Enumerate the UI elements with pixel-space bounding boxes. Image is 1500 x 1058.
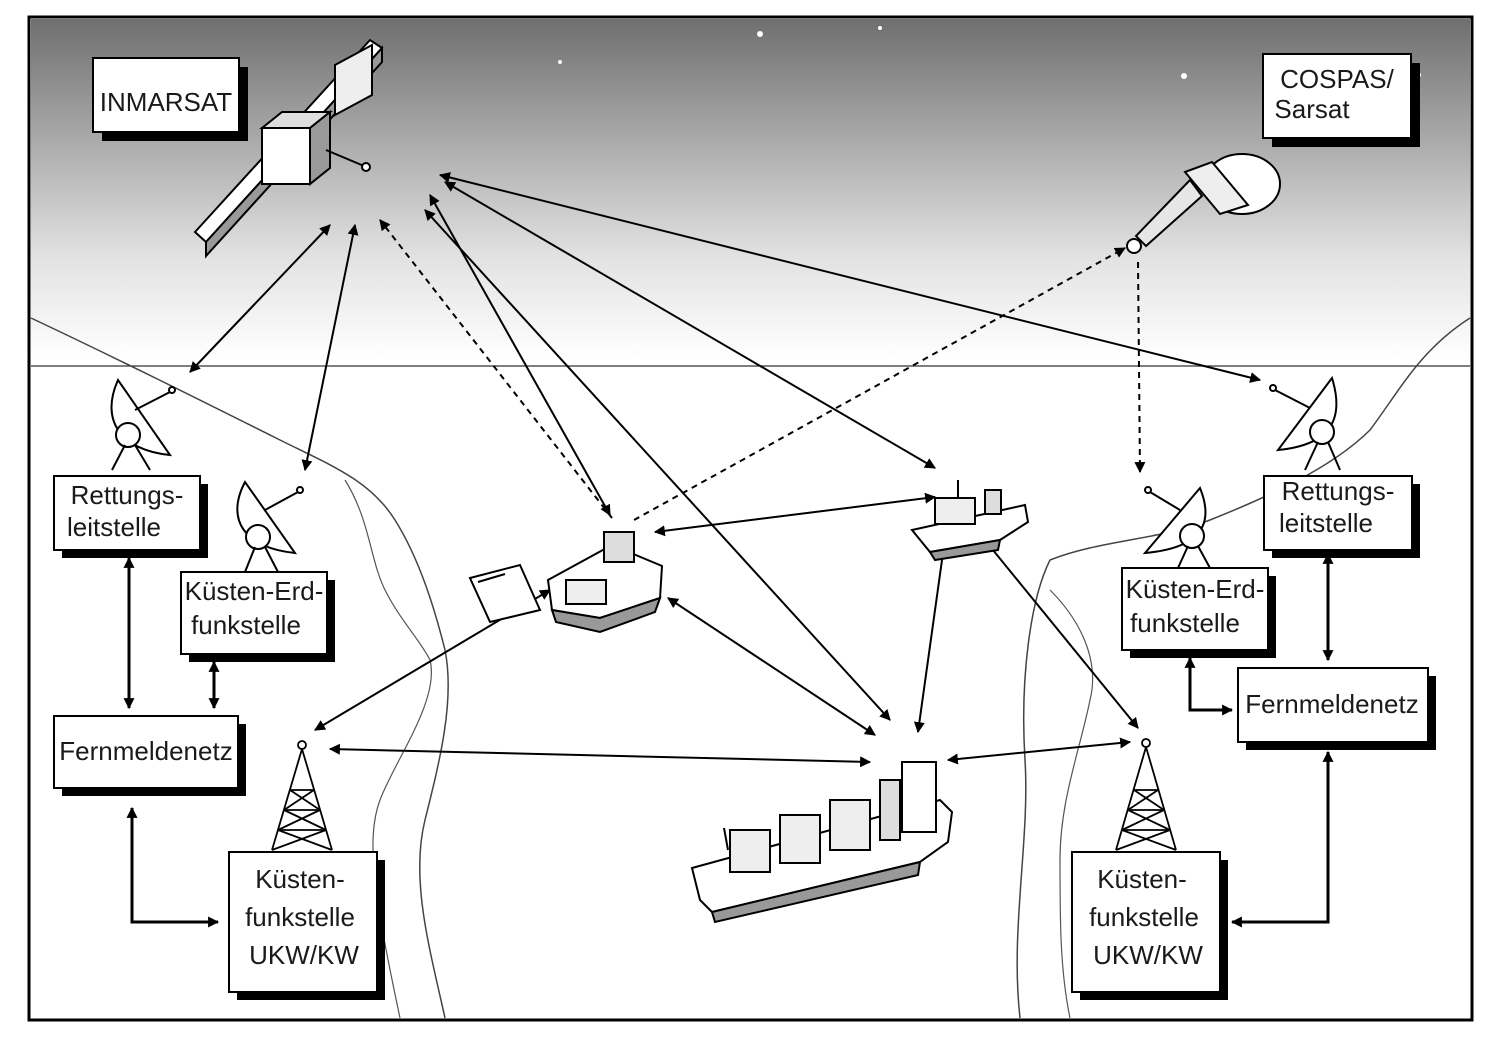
left-radio-tower-icon <box>271 740 333 851</box>
left-coast-label-line3: UKW/KW <box>249 940 359 970</box>
inmarsat-label-box: INMARSAT <box>92 57 248 141</box>
left-coast-station-box: Küsten- funkstelle UKW/KW <box>228 851 385 1000</box>
sinking-ship-icon <box>468 531 664 634</box>
right-ces-dish-icon <box>1142 486 1211 569</box>
right-rcc-box: Rettungs- leitstelle <box>1263 475 1420 558</box>
right-rcc-label-line1: Rettungs- <box>1282 476 1395 506</box>
left-ces-label-line1: Küsten-Erd- <box>185 576 324 606</box>
right-ces-label-line1: Küsten-Erd- <box>1126 574 1265 604</box>
right-network-label: Fernmeldenetz <box>1245 689 1418 719</box>
right-coast-label-line1: Küsten- <box>1097 864 1187 894</box>
right-coast-station-box: Küsten- funkstelle UKW/KW <box>1071 851 1228 1000</box>
right-ces-box: Küsten-Erd- funkstelle <box>1121 567 1276 658</box>
distress-links <box>379 219 1146 521</box>
right-coast-label-line3: UKW/KW <box>1093 940 1203 970</box>
left-rcc-box: Rettungs- leitstelle <box>53 475 208 558</box>
inmarsat-label: INMARSAT <box>100 87 233 117</box>
right-coast-label-line2: funkstelle <box>1089 902 1199 932</box>
cospas-label-line1: COSPAS/ <box>1280 64 1394 94</box>
container-ship-icon <box>690 761 954 924</box>
cospas-label-box: COSPAS/ Sarsat <box>1262 53 1420 147</box>
left-rcc-dish-icon <box>110 377 176 471</box>
left-ces-label-line2: funkstelle <box>191 610 301 640</box>
cospas-label-line2: Sarsat <box>1274 94 1350 124</box>
right-radio-tower-icon <box>1115 738 1177 851</box>
left-rcc-label-line1: Rettungs- <box>71 480 184 510</box>
left-network-box: Fernmeldenetz <box>53 715 246 796</box>
right-rcc-dish-icon <box>1269 375 1341 471</box>
left-coastline <box>30 317 449 1019</box>
right-ces-label-line2: funkstelle <box>1130 608 1240 638</box>
network-wiring <box>123 552 1334 928</box>
left-network-label: Fernmeldenetz <box>59 736 232 766</box>
right-rcc-label-line2: leitstelle <box>1279 508 1373 538</box>
right-network-box: Fernmeldenetz <box>1237 667 1436 750</box>
left-ces-dish-icon <box>236 480 304 573</box>
small-ship-icon <box>910 480 1030 562</box>
left-coast-label-line1: Küsten- <box>255 864 345 894</box>
left-rcc-label-line2: leitstelle <box>67 512 161 542</box>
left-ces-box: Küsten-Erd- funkstelle <box>180 571 335 662</box>
left-coast-label-line2: funkstelle <box>245 902 355 932</box>
